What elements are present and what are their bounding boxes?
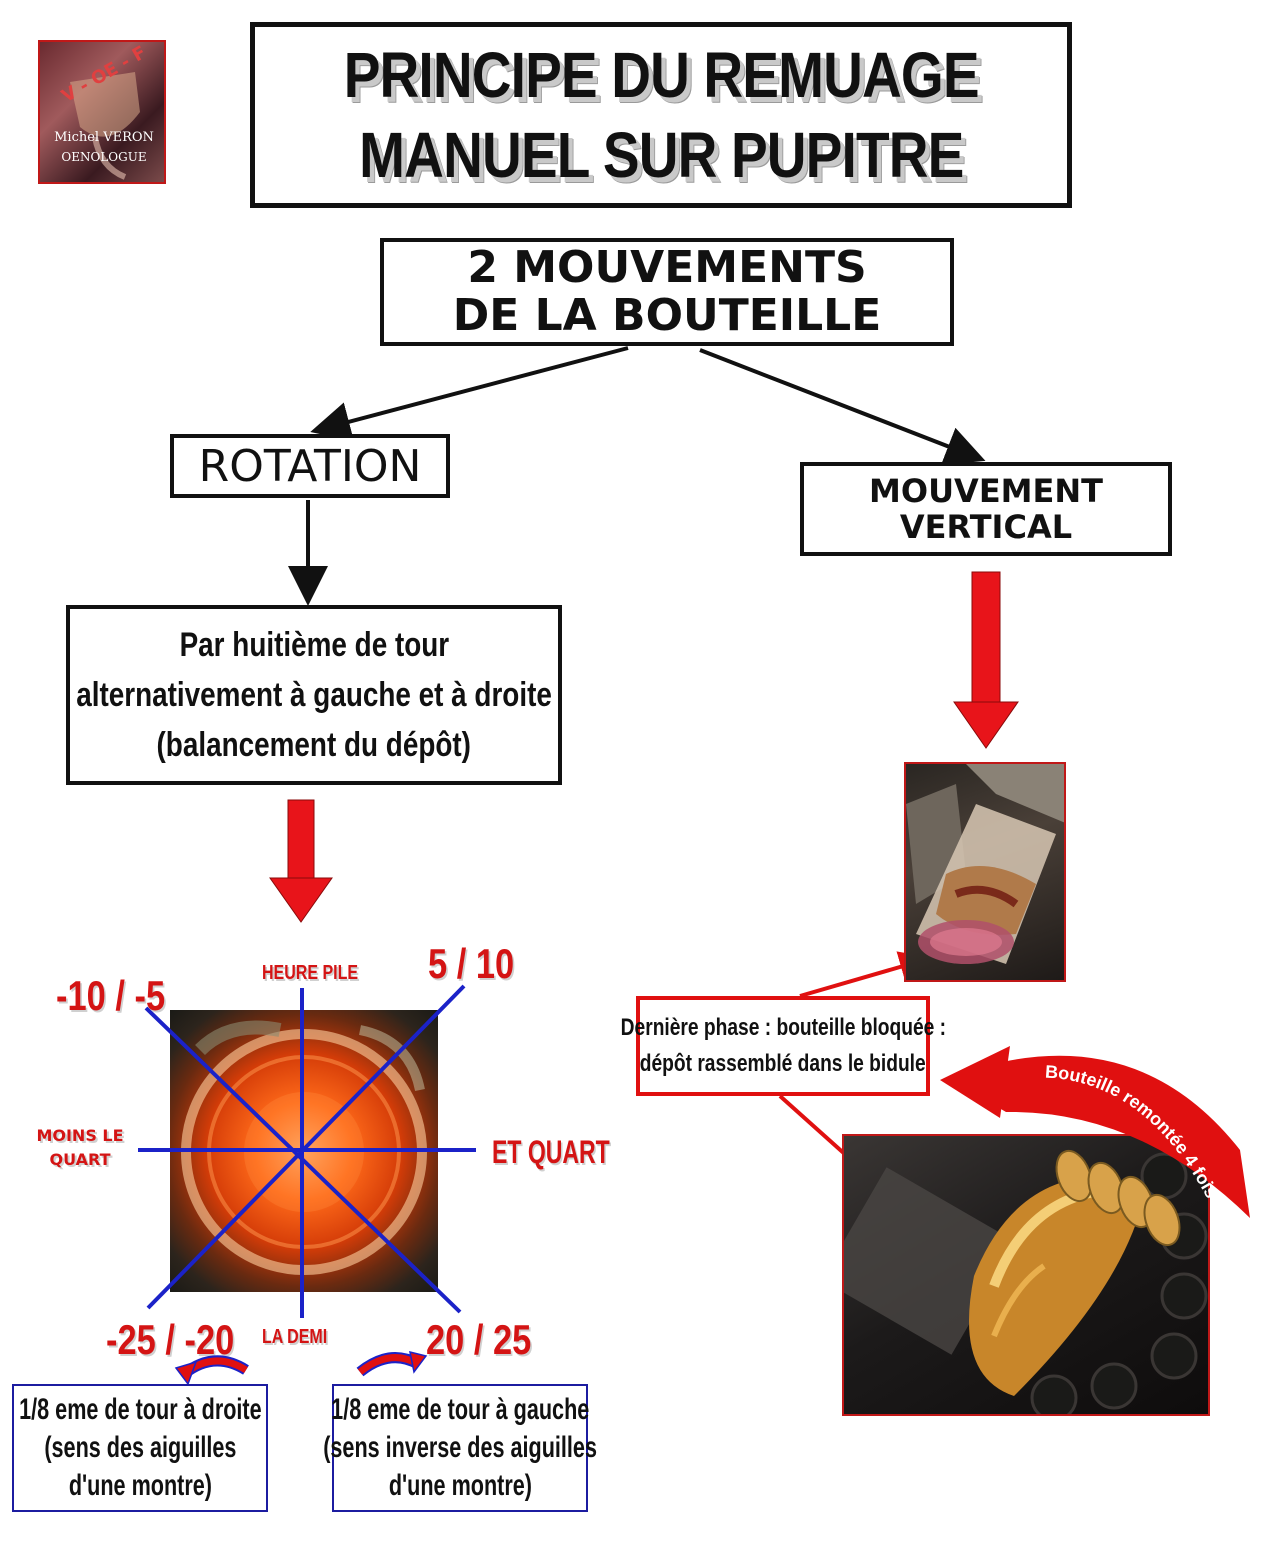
label-20-25: 20 / 25 xyxy=(426,1316,532,1363)
last-phase-line-2: dépôt rassemblé dans le bidule xyxy=(640,1050,926,1077)
rotation-box: ROTATION xyxy=(170,434,450,498)
right-turn-line-1: 1/8 eme de tour à droite xyxy=(18,1393,262,1426)
red-arrow-vertical xyxy=(953,571,1019,749)
rotation-label: ROTATION xyxy=(198,440,422,492)
pointer-to-bottle-neck xyxy=(799,951,932,998)
left-turn-line-2: (sens inverse des aiguilles xyxy=(323,1431,597,1464)
vertical-line-1: MOUVEMENT xyxy=(869,472,1103,510)
left-turn-line-1: 1/8 eme de tour à gauche xyxy=(330,1393,590,1426)
last-phase-box: Dernière phase : bouteille bloquée : dép… xyxy=(620,996,946,1096)
logo: V - OE - F Michel VERON OENOLOGUE xyxy=(38,40,166,184)
label-moins-le-quart: MOINS LE QUART xyxy=(24,1124,136,1172)
label-minus-10-minus-5: -10 / -5 xyxy=(56,972,166,1019)
root-box: 2 MOUVEMENTS DE LA BOUTEILLE xyxy=(380,238,954,346)
arrow-to-vertical xyxy=(699,348,986,466)
raised-bottles-photo xyxy=(842,1134,1210,1416)
label-heure-pile: HEURE PILE xyxy=(262,962,359,984)
right-turn-line-3: d'une montre) xyxy=(68,1469,212,1502)
right-turn-box: 1/8 eme de tour à droite (sens des aigui… xyxy=(12,1384,268,1512)
right-turn-line-2: (sens des aiguilles xyxy=(43,1431,237,1464)
arrow-to-rotation xyxy=(310,346,629,442)
label-moins-le-quart-line-1: MOINS LE xyxy=(36,1126,124,1145)
logo-name: Michel VERON xyxy=(54,130,154,145)
rotation-description-box: Par huitième de tour alternativement à g… xyxy=(66,605,562,785)
description-line-3: (balancement du dépôt) xyxy=(156,726,472,764)
title-box: PRINCIPE DU REMUAGE MANUEL SUR PUPITRE xyxy=(250,22,1072,208)
vertical-box: MOUVEMENT VERTICAL xyxy=(800,462,1172,556)
description-line-1: Par huitième de tour xyxy=(179,626,449,664)
root-line-1: 2 MOUVEMENTS xyxy=(467,242,867,293)
last-phase-line-1: Dernière phase : bouteille bloquée : xyxy=(620,1014,946,1041)
turn-arrow-right xyxy=(174,1355,249,1386)
label-et-quart: ET QUART xyxy=(492,1134,610,1170)
title-line-1: PRINCIPE DU REMUAGE xyxy=(343,39,979,111)
clock-line-diagonal-1 xyxy=(144,1006,462,1314)
label-moins-le-quart-line-2: QUART xyxy=(49,1150,111,1169)
clock-line-diagonal-2 xyxy=(146,984,466,1310)
label-la-demi: LA DEMI xyxy=(262,1326,328,1348)
red-arrow-rotation xyxy=(269,799,333,923)
left-turn-box: 1/8 eme de tour à gauche (sens inverse d… xyxy=(323,1384,597,1512)
description-line-2: alternativement à gauche et à droite xyxy=(76,676,552,714)
turn-arrow-left xyxy=(356,1350,428,1377)
left-turn-line-3: d'une montre) xyxy=(388,1469,532,1502)
bottle-neck-photo xyxy=(904,762,1066,982)
label-minus-25-minus-20: -25 / -20 xyxy=(106,1316,235,1363)
title-line-2: MANUEL SUR PUPITRE xyxy=(358,119,964,191)
root-line-2: DE LA BOUTEILLE xyxy=(452,290,882,341)
logo-role: OENOLOGUE xyxy=(61,150,147,164)
vertical-line-2: VERTICAL xyxy=(899,508,1073,546)
label-5-10: 5 / 10 xyxy=(428,940,515,987)
